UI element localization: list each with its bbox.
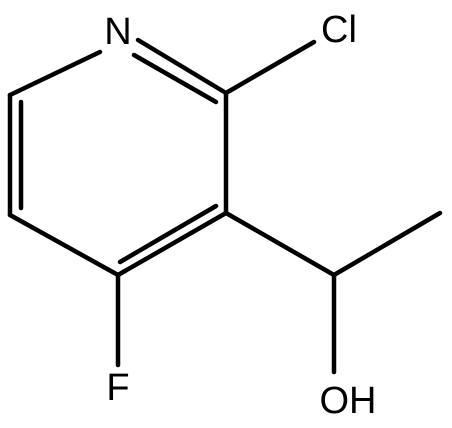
bond-c2-n xyxy=(135,37,229,96)
nitrogen-label: N xyxy=(104,11,131,53)
bond-c5-c4 xyxy=(7,212,121,278)
bond-c4-c3-inner xyxy=(117,203,219,265)
bond-alpha-carbon-methyl xyxy=(331,210,443,278)
bond-c4-c3 xyxy=(115,210,229,278)
bond-n-c6 xyxy=(7,49,103,98)
bond-c3-alpha-carbon xyxy=(223,210,337,278)
bond-c2-cl xyxy=(223,39,317,96)
hydroxyl-label: OH xyxy=(320,380,377,422)
fluorine-label: F xyxy=(106,367,129,409)
chlorine-label: Cl xyxy=(321,9,357,51)
bond-c2-n-inner xyxy=(131,52,219,105)
